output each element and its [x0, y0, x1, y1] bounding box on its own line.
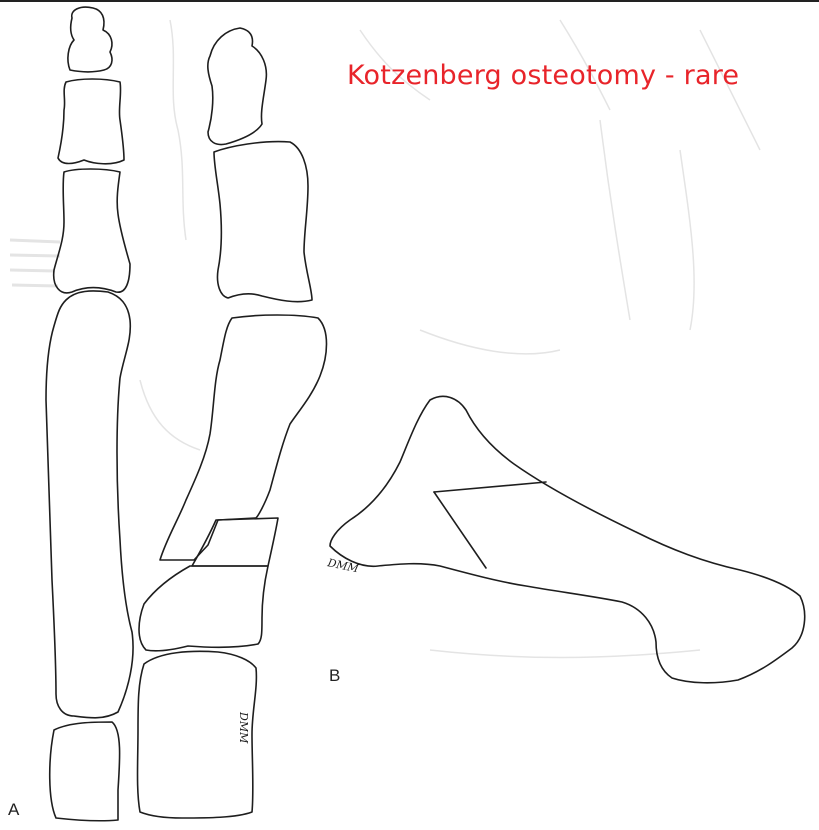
left-proximal-phalanx	[58, 79, 124, 164]
osteotomy-wedge	[192, 518, 278, 566]
panel-b-bone-outline	[330, 396, 805, 682]
signature-panel-b: DMM	[325, 556, 360, 576]
panel-b-osteotomy-line-top	[434, 482, 546, 492]
hallux-metatarsal-base	[139, 566, 268, 651]
faint-background-art	[10, 20, 760, 658]
left-middle-phalanx	[54, 169, 130, 293]
panel-a-label: A	[8, 800, 19, 820]
left-distal-phalanx	[68, 7, 112, 72]
slide-title: Kotzenberg osteotomy - rare	[347, 60, 739, 91]
hallux-metatarsal-upper	[160, 315, 327, 560]
left-metatarsal	[46, 291, 133, 718]
hallux-proximal-phalanx	[214, 142, 312, 302]
panel-b-label: B	[329, 666, 340, 686]
left-cuneiform	[50, 722, 120, 821]
panel-b-osteotomy-line-oblique	[434, 492, 486, 568]
signature-panel-a: DMM	[237, 711, 250, 744]
hallux-distal-phalanx	[208, 28, 267, 145]
lateral-metatarsal	[330, 396, 805, 682]
panel-a-bone-outlines	[46, 7, 327, 821]
